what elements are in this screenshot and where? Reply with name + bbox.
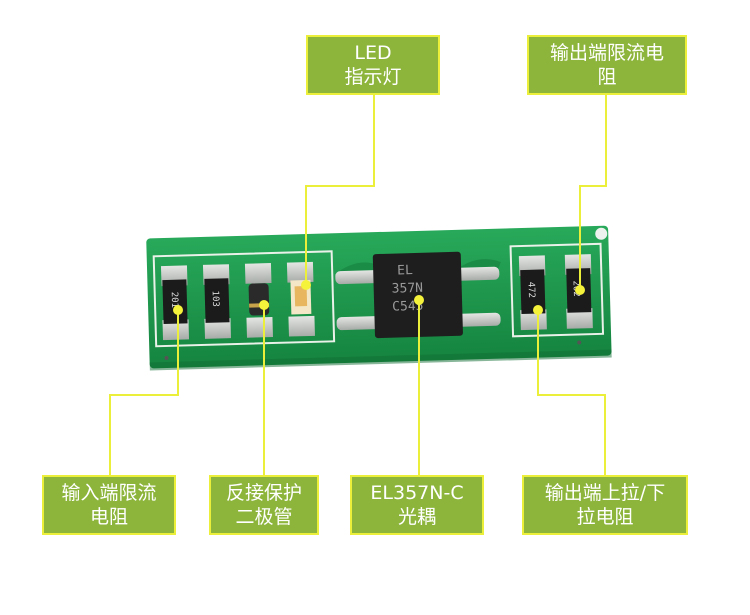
chip-mark-line-2: 357N [391,281,423,297]
indicator-led [286,261,315,337]
optocoupler-chip: EL 357N C545 [372,251,463,339]
callout-dots [173,280,585,315]
label-led-text: LED 指示灯 [344,42,402,88]
pull-resistor [518,255,547,331]
label-led-indicator: LED 指示灯 [306,35,440,95]
label-protection-diode: 反接保护 二极管 [209,475,319,535]
label-output-current-resistor: 输出端限流电 阻 [527,35,687,95]
label-input-current-resistor-text: 输入端限流 电阻 [61,482,157,528]
label-pull-resistor: 输出端上拉/下 拉电阻 [522,475,688,535]
pcb-board: EL 357N C545 201 103 472 202 [146,225,612,371]
r1-code: 201 [169,292,179,309]
callout-lines [109,95,607,475]
label-optocoupler-text: EL357N-C 光耦 [370,482,464,528]
r2-code: 103 [210,290,220,307]
protection-diode [244,263,273,338]
label-protection-diode-text: 反接保护 二极管 [225,482,302,528]
chip-mark-line-1: EL [397,263,413,278]
label-output-current-resistor-text: 输出端限流电 阻 [549,42,664,88]
resistor-103 [202,264,232,339]
label-optocoupler: EL357N-C 光耦 [350,475,484,535]
r3-code: 472 [526,282,536,299]
input-resistor [160,265,190,341]
label-pull-resistor-text: 输出端上拉/下 拉电阻 [544,482,666,528]
label-input-current-resistor: 输入端限流 电阻 [42,475,176,535]
